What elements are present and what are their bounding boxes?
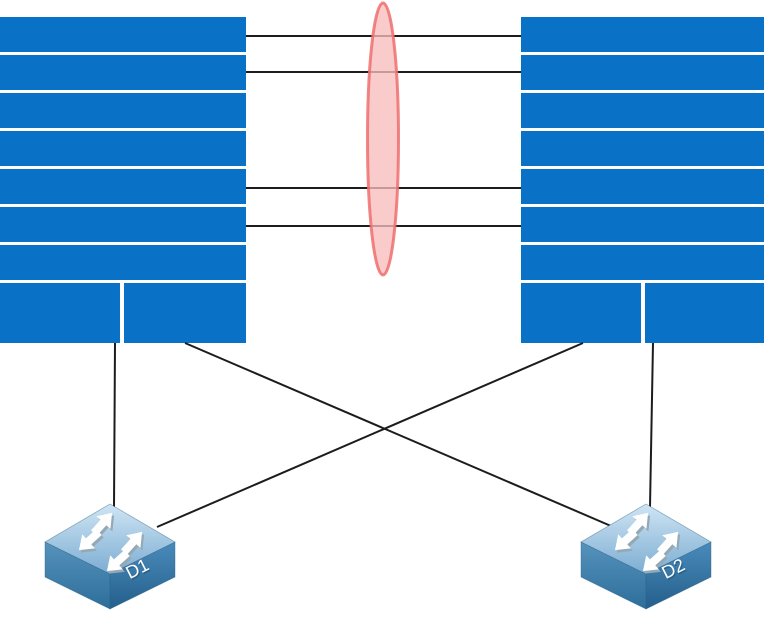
left-chassis-slot-4 <box>0 131 246 166</box>
left-chassis-slot-6 <box>0 207 246 242</box>
downlink-right-chassis-to-d1 <box>156 342 584 528</box>
left-chassis-slot-3 <box>0 93 246 128</box>
link-bundle-highlight-ellipse <box>366 1 400 277</box>
downlink-left-chassis-to-d1 <box>113 342 116 509</box>
left-chassis-slot-7 <box>0 245 246 280</box>
downlink-right-chassis-to-d2 <box>649 342 654 508</box>
right-chassis-slot-7 <box>521 245 764 280</box>
downlinks <box>113 342 654 528</box>
left-chassis-bottom-module-left <box>0 283 120 343</box>
switch-d1: D1 D1 <box>45 504 175 609</box>
left-chassis-stack <box>0 17 246 343</box>
downlink-left-chassis-to-d2 <box>184 342 612 527</box>
right-chassis-slot-1 <box>521 17 764 52</box>
right-chassis-bottom-module-left <box>521 283 641 343</box>
left-chassis-slot-1 <box>0 17 246 52</box>
workgroup-switch-icon <box>581 504 711 609</box>
right-chassis-slot-4 <box>521 131 764 166</box>
right-chassis-slot-3 <box>521 93 764 128</box>
left-chassis-bottom-module-right <box>124 283 246 343</box>
left-chassis-slot-5 <box>0 169 246 204</box>
right-chassis-stack <box>521 17 764 343</box>
left-chassis-slot-2 <box>0 55 246 90</box>
right-chassis-bottom-module-right <box>645 283 764 343</box>
right-chassis-slot-5 <box>521 169 764 204</box>
switch-d2: D2 D2 <box>581 504 711 609</box>
right-chassis-slot-2 <box>521 55 764 90</box>
right-chassis-slot-6 <box>521 207 764 242</box>
workgroup-switch-icon <box>45 504 175 609</box>
